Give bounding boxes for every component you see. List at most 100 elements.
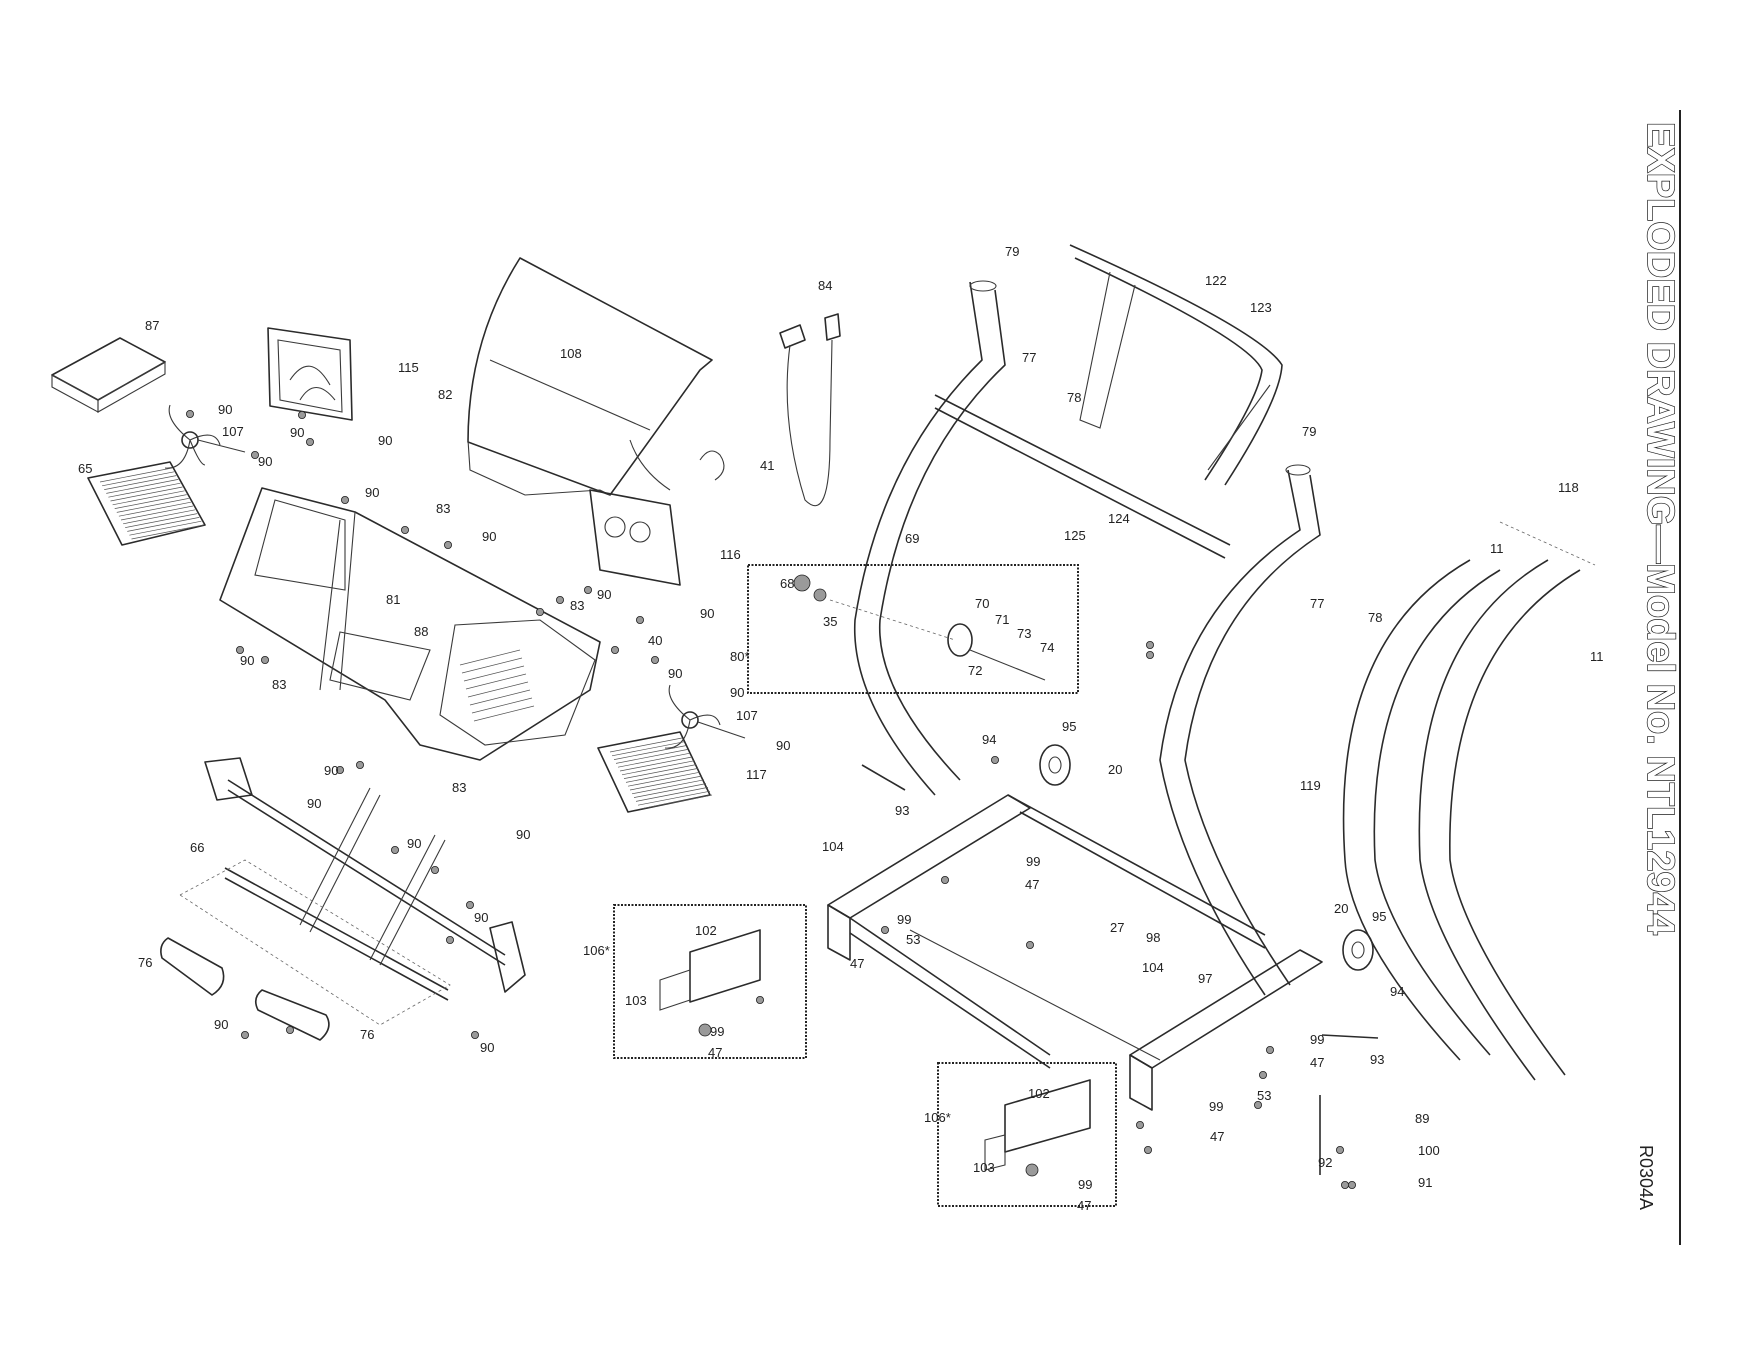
part-69-upright-left [853, 280, 1006, 796]
screw-0 [185, 409, 194, 418]
screw-25 [881, 926, 890, 935]
callout-c47b: 47 [850, 956, 864, 971]
callout-c90c: 90 [378, 433, 392, 448]
callout-c119: 119 [1300, 778, 1321, 793]
screw-26 [941, 876, 950, 885]
callout-c99f: 99 [1078, 1177, 1092, 1192]
callout-c68: 68 [780, 576, 794, 591]
callout-c100: 100 [1418, 1143, 1440, 1158]
screw-10 [636, 616, 645, 625]
screw-19 [445, 936, 454, 945]
callout-c40: 40 [648, 633, 662, 648]
callout-c90k: 90 [730, 685, 744, 700]
screw-33 [1254, 1101, 1263, 1110]
callout-c104b: 104 [1142, 960, 1164, 975]
callout-c122: 122 [1205, 273, 1227, 288]
callout-c83b: 83 [570, 598, 584, 613]
callout-c83c: 83 [272, 677, 286, 692]
screw-6 [443, 541, 452, 550]
callout-c116: 116 [720, 547, 741, 562]
part-116-bracket [589, 489, 681, 586]
screw-13 [235, 646, 244, 655]
part-119-rails [1342, 521, 1596, 1081]
callout-c73: 73 [1017, 626, 1031, 641]
callout-c107a: 107 [222, 424, 244, 439]
callout-c90a: 90 [218, 402, 232, 417]
screw-35 [1341, 1181, 1350, 1190]
part-41-wire [699, 450, 725, 481]
callout-c47e: 47 [1210, 1129, 1224, 1144]
screw-14 [260, 656, 269, 665]
part-66-base-frame [179, 757, 526, 1026]
screw-27 [991, 756, 1000, 765]
screw-9 [584, 586, 593, 595]
callout-c83d: 83 [452, 780, 466, 795]
callout-c77a: 77 [1022, 350, 1036, 365]
callout-c88: 88 [414, 624, 428, 639]
part-95-roller-top [1039, 744, 1071, 786]
screw-31 [1136, 1121, 1145, 1130]
callout-c71: 71 [995, 612, 1009, 627]
callout-c84: 84 [818, 278, 832, 293]
screw-11 [611, 646, 620, 655]
callout-c102a: 102 [695, 923, 717, 938]
screw-37 [1146, 641, 1155, 650]
callout-c99a: 99 [1026, 854, 1040, 869]
screw-3 [250, 450, 259, 459]
callout-c103a: 103 [625, 993, 647, 1008]
callout-c90s: 90 [480, 1040, 494, 1055]
part-95-roller-bottom [1342, 929, 1374, 971]
callout-c90n: 90 [307, 796, 321, 811]
callout-c108: 108 [560, 346, 582, 361]
callout-c74: 74 [1040, 640, 1054, 655]
detail-box-80 [747, 564, 1079, 694]
callout-c90g: 90 [597, 587, 611, 602]
callout-c78a: 78 [1067, 390, 1081, 405]
part-115-bracket [267, 327, 353, 421]
screw-21 [240, 1031, 249, 1040]
callout-c98: 98 [1146, 930, 1160, 945]
screw-29 [1266, 1046, 1275, 1055]
part-main-frame [827, 794, 1323, 1111]
callout-c72: 72 [968, 663, 982, 678]
callout-c53a: 53 [906, 932, 920, 947]
callout-c99d: 99 [1310, 1032, 1324, 1047]
part-76-cap-right [254, 989, 330, 1041]
callout-c90f: 90 [482, 529, 496, 544]
screw-36 [1348, 1181, 1357, 1190]
detail-box-106-right [937, 1062, 1117, 1207]
part-93-bolts [861, 764, 1379, 1039]
callout-c11b: 11 [1590, 649, 1604, 664]
part-crossbar [934, 394, 1231, 559]
callout-c103b: 103 [973, 1160, 995, 1175]
callout-c11a: 11 [1490, 541, 1504, 556]
callout-c124: 124 [1108, 511, 1130, 526]
callout-c106b: 106* [924, 1110, 951, 1125]
callout-c99e: 99 [1209, 1099, 1223, 1114]
screw-7 [536, 608, 545, 617]
screw-38 [1146, 651, 1155, 660]
callout-c20a: 20 [1108, 762, 1122, 777]
callout-c90i: 90 [240, 653, 254, 668]
part-84-hooks [779, 313, 841, 507]
part-82-hood [467, 257, 713, 496]
callout-c90o: 90 [407, 836, 421, 851]
callout-c35: 35 [823, 614, 837, 629]
callout-c90l: 90 [776, 738, 790, 753]
callout-c90h: 90 [700, 606, 714, 621]
callout-c66: 66 [190, 840, 204, 855]
callout-c87: 87 [145, 318, 159, 333]
callout-c70: 70 [975, 596, 989, 611]
screw-30 [1259, 1071, 1268, 1080]
callout-c90j: 90 [668, 666, 682, 681]
callout-c76a: 76 [138, 955, 152, 970]
callout-c47c: 47 [708, 1045, 722, 1060]
screw-8 [556, 596, 565, 605]
screw-5 [400, 526, 409, 535]
callout-c90r: 90 [214, 1017, 228, 1032]
part-81-base-housing [219, 487, 601, 761]
part-117-grille [597, 731, 713, 813]
